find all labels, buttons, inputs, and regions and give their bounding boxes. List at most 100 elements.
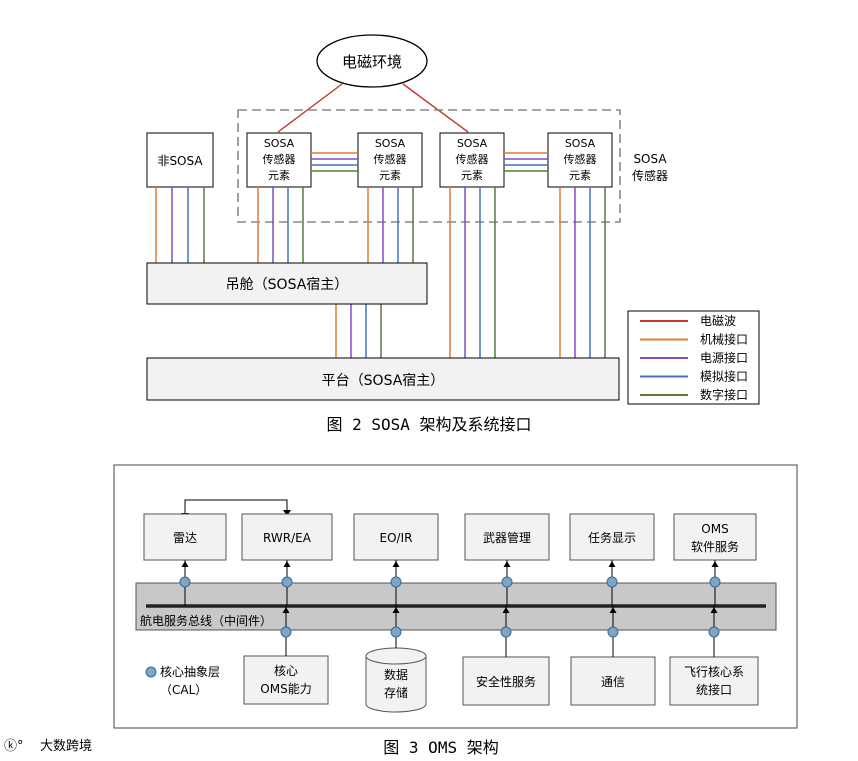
bottom-module-core-oms: 核心 OMS能力	[243, 655, 329, 705]
rwr-arrowhead	[283, 510, 291, 516]
bottom-module-security: 安全性服务	[462, 656, 550, 706]
non-sosa-box	[146, 132, 214, 188]
em-environment-ellipse	[316, 34, 428, 88]
legend-label: 模拟接口	[700, 369, 748, 384]
connector-arrowhead	[609, 607, 617, 613]
sensor-element-label-line3: 元素	[379, 169, 401, 182]
legend-label: 电源接口	[700, 350, 748, 365]
sensor-element-label-line3: 元素	[268, 169, 290, 182]
connector-arrowhead	[181, 561, 189, 567]
connector-arrowhead	[392, 607, 400, 613]
radar-rwr-connector	[184, 499, 288, 514]
top-module-oms-software: OMS 软件服务	[673, 513, 757, 561]
legend-item: 电磁波	[640, 313, 736, 328]
cal-legend-label: 核心抽象层	[160, 665, 220, 679]
pod-host-label: 吊舱（SOSA宿主）	[226, 276, 349, 293]
top-connector	[390, 560, 402, 606]
legend-item: 机械接口	[640, 332, 748, 347]
top-module-label: RWR/EA	[263, 531, 312, 545]
bottom-module-label-line2: 存储	[384, 685, 408, 700]
connector-arrowhead	[503, 561, 511, 567]
bottom-module-label-line1: 数据	[384, 667, 408, 682]
bundle-non-sosa-pod	[155, 187, 205, 263]
bottom-module-communication: 通信	[570, 656, 656, 706]
bottom-module-label-line1: 飞行核心系	[684, 665, 744, 679]
legend-item: 数字接口	[640, 387, 748, 402]
legend-label: 电磁波	[700, 313, 736, 328]
sensor-element-4: SOSA 传感器 元素	[547, 132, 613, 188]
em-wave-lines	[277, 83, 469, 133]
cal-node	[390, 626, 402, 638]
platform-host-box	[146, 357, 620, 401]
connector-arrowhead	[711, 561, 719, 567]
cal-node	[606, 576, 618, 588]
sensor-element-3: SOSA 传感器 元素	[439, 132, 505, 188]
figure-3-caption: 图 3 OMS 架构	[383, 738, 498, 757]
connector-arrowhead	[502, 607, 510, 613]
bundle-pod-platform	[335, 304, 382, 358]
top-connector	[281, 560, 293, 606]
top-module-mission-display: 任务显示	[569, 513, 655, 561]
top-module-label: 任务显示	[588, 530, 636, 545]
sensor-element-label-line1: SOSA	[264, 137, 295, 150]
legend-item: 电源接口	[640, 350, 748, 365]
legend-label: 机械接口	[700, 332, 748, 347]
sosa-sensor-boundary	[237, 109, 621, 223]
bottom-module-label: 通信	[601, 675, 625, 689]
bottom-module-label-line2: 统接口	[696, 682, 732, 697]
top-module-label: EO/IR	[380, 531, 413, 545]
cal-node	[281, 576, 293, 588]
legend-item: 模拟接口	[640, 369, 748, 384]
sensor-element-label-line2: 传感器	[564, 153, 597, 166]
cal-node	[390, 576, 402, 588]
top-connector	[179, 560, 191, 606]
top-connector	[606, 560, 618, 606]
bottom-module-label: 安全性服务	[476, 674, 536, 689]
figure-2-caption: 图 2 SOSA 架构及系统接口	[326, 415, 531, 434]
figure-3: 航电服务总线（中间件） 雷达 RWR/EA EO/IR 武器管理 任务显示 OM	[113, 464, 798, 757]
cal-node	[709, 576, 721, 588]
bundle-sensor4-platform	[559, 187, 606, 358]
platform-host-label: 平台（SOSA宿主）	[322, 372, 445, 389]
bottom-module-label-line2: OMS能力	[260, 682, 311, 696]
top-module-radar: 雷达	[143, 513, 227, 561]
watermark-logo-icon: ⓚ°	[4, 739, 24, 754]
cal-node	[500, 626, 512, 638]
cal-legend-icon	[145, 666, 157, 678]
top-connector	[501, 560, 513, 606]
bottom-connector	[708, 606, 720, 657]
cal-node	[501, 576, 513, 588]
top-module-label: 雷达	[173, 531, 197, 545]
bottom-connector	[500, 606, 512, 657]
cal-node	[607, 626, 619, 638]
bundle-sensor2-pod	[367, 187, 414, 263]
cal-connectors	[179, 560, 721, 657]
cal-node	[179, 576, 191, 588]
bottom-module-data-storage: 数据 存储	[365, 647, 427, 713]
sensor-element-label-line2: 传感器	[456, 153, 489, 166]
cal-node	[280, 626, 292, 638]
cal-node	[708, 626, 720, 638]
sensor-element-1: SOSA 传感器 元素	[246, 132, 312, 188]
sensor-element-label-line3: 元素	[569, 169, 591, 182]
sensor-element-label-line2: 传感器	[374, 153, 407, 166]
top-module-eo-ir: EO/IR	[353, 513, 439, 561]
sensor-element-label-line3: 元素	[461, 169, 483, 182]
sosa-sensor-label-2: 传感器	[632, 168, 668, 183]
bundle-sensor1-pod	[257, 187, 304, 263]
sensor-element-label-line1: SOSA	[457, 137, 488, 150]
sensor-element-label-line1: SOSA	[375, 137, 406, 150]
bottom-module-flight-core: 飞行核心系 统接口	[669, 656, 759, 706]
bottom-connector	[607, 606, 619, 657]
connector-arrowhead	[392, 561, 400, 567]
non-sosa-label: 非SOSA	[157, 154, 203, 168]
connector-arrowhead	[283, 561, 291, 567]
watermark: ⓚ° 大数跨境	[4, 739, 92, 754]
top-module-label-line1: OMS	[701, 522, 728, 536]
bundle-sensor3-platform	[449, 187, 496, 358]
sensor-element-label-line2: 传感器	[263, 153, 296, 166]
connector-arrowhead	[608, 561, 616, 567]
figure-2: 电磁环境 SOSA 传感器 非SOSA SOSA 传感器 元素 SOSA 传感器…	[146, 34, 760, 434]
top-module-rwr-ea: RWR/EA	[241, 513, 333, 561]
